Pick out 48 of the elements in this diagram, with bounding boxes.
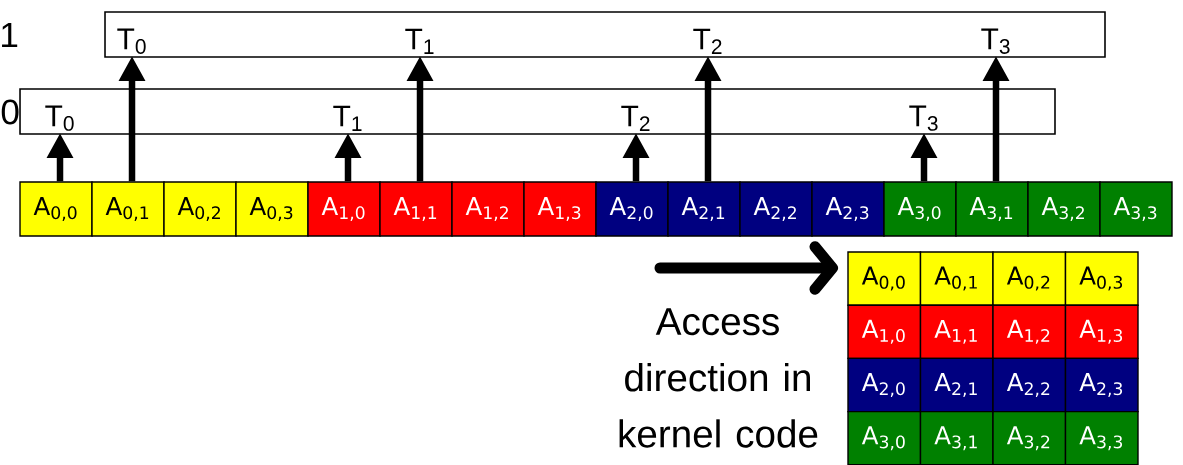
matrix-cell: A$_{1,3}$	[1064, 304, 1139, 360]
matrix-cell: A$_{3,3}$	[1064, 410, 1139, 465]
matrix-cell: A$_{3,0}$	[847, 410, 922, 465]
band-box	[104, 11, 1106, 58]
array-cell: A$_{2,2}$	[739, 181, 813, 237]
matrix-cell: A$_{0,3}$	[1064, 251, 1139, 306]
iteration-label: 1	[2, 22, 18, 48]
array-cell: A$_{3,2}$	[1027, 181, 1101, 237]
matrix-cell: A$_{0,0}$	[847, 251, 922, 306]
array-cell: A$_{3,3}$	[1099, 181, 1173, 237]
array-cell: A$_{0,1}$	[91, 181, 165, 237]
thread-label: T$_{2}$	[693, 28, 722, 54]
matrix-cell: A$_{2,0}$	[847, 357, 922, 413]
array-cell: A$_{1,1}$	[379, 181, 453, 237]
array-cell: A$_{3,0}$	[883, 181, 957, 237]
array-cell: A$_{2,1}$	[667, 181, 741, 237]
thread-label: T$_{0}$	[117, 28, 146, 54]
matrix-cell: A$_{3,2}$	[992, 410, 1067, 465]
thread-label: T$_{3}$	[909, 105, 938, 131]
array-cell: A$_{0,3}$	[235, 181, 309, 237]
array-cell: A$_{0,0}$	[19, 181, 93, 237]
matrix-cell: A$_{0,1}$	[919, 251, 994, 306]
node-label: A$_{3,1}$	[934, 426, 977, 451]
array-cell: A$_{2,0}$	[595, 181, 669, 237]
thread-label: T$_{0}$	[45, 105, 74, 131]
thread-label: T$_{3}$	[981, 28, 1010, 54]
array-cell: A$_{1,3}$	[523, 181, 597, 237]
matrix-cell: A$_{0,2}$	[992, 251, 1067, 306]
array-cell: A$_{3,1}$	[955, 181, 1029, 237]
thread-label: T$_{1}$	[333, 105, 362, 131]
matrix-cell: A$_{2,3}$	[1064, 357, 1139, 413]
array-cell: A$_{1,0}$	[307, 181, 381, 237]
thread-label: T$_{1}$	[405, 28, 434, 54]
iteration-label: 0	[1, 99, 19, 125]
matrix-cell: A$_{1,2}$	[992, 304, 1067, 360]
matrix-cell: A$_{2,2}$	[992, 357, 1067, 413]
caption-text: Access direction in kernel code	[619, 308, 818, 448]
array-cell: A$_{2,3}$	[811, 181, 885, 237]
matrix-cell: A$_{2,1}$	[919, 357, 994, 413]
matrix-cell: A$_{1,1}$	[919, 304, 994, 360]
node-label: A$_{3,2}$	[1006, 426, 1050, 451]
band-box	[19, 88, 1056, 135]
matrix-cell: A$_{3,1}$	[919, 410, 994, 465]
array-cell: A$_{1,2}$	[451, 181, 525, 237]
node-label: A$_{3,0}$	[861, 426, 905, 451]
matrix-cell: A$_{1,0}$	[847, 304, 922, 360]
array-cell: A$_{0,2}$	[163, 181, 237, 237]
thread-label: T$_{2}$	[621, 105, 650, 131]
